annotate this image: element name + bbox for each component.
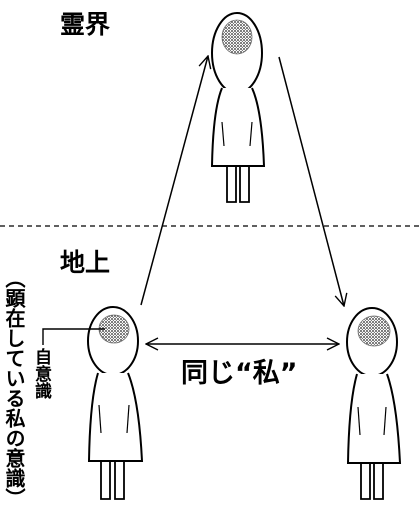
consciousness-leader-line (42, 328, 105, 345)
legs (226, 166, 250, 203)
figure-earth-right (346, 307, 402, 500)
consciousness-shade (357, 315, 391, 347)
body (210, 87, 266, 167)
arrow-ascend (140, 56, 208, 306)
legs (100, 461, 125, 500)
figure-earth-left (87, 306, 144, 500)
earth-world-label: 地上 (60, 248, 111, 277)
manifest-consciousness-label: （顕在している私の意識） (2, 268, 26, 508)
spirit-world-label: 霊界 (60, 10, 111, 39)
figure-spirit (210, 12, 266, 203)
same-self-label: 同じ“私” (181, 358, 298, 389)
legs (360, 463, 384, 500)
body (87, 372, 144, 462)
consciousness-shade (221, 19, 253, 55)
self-consciousness-label: 自意識 (31, 348, 51, 399)
arrow-descend (278, 56, 344, 306)
body (346, 373, 402, 464)
